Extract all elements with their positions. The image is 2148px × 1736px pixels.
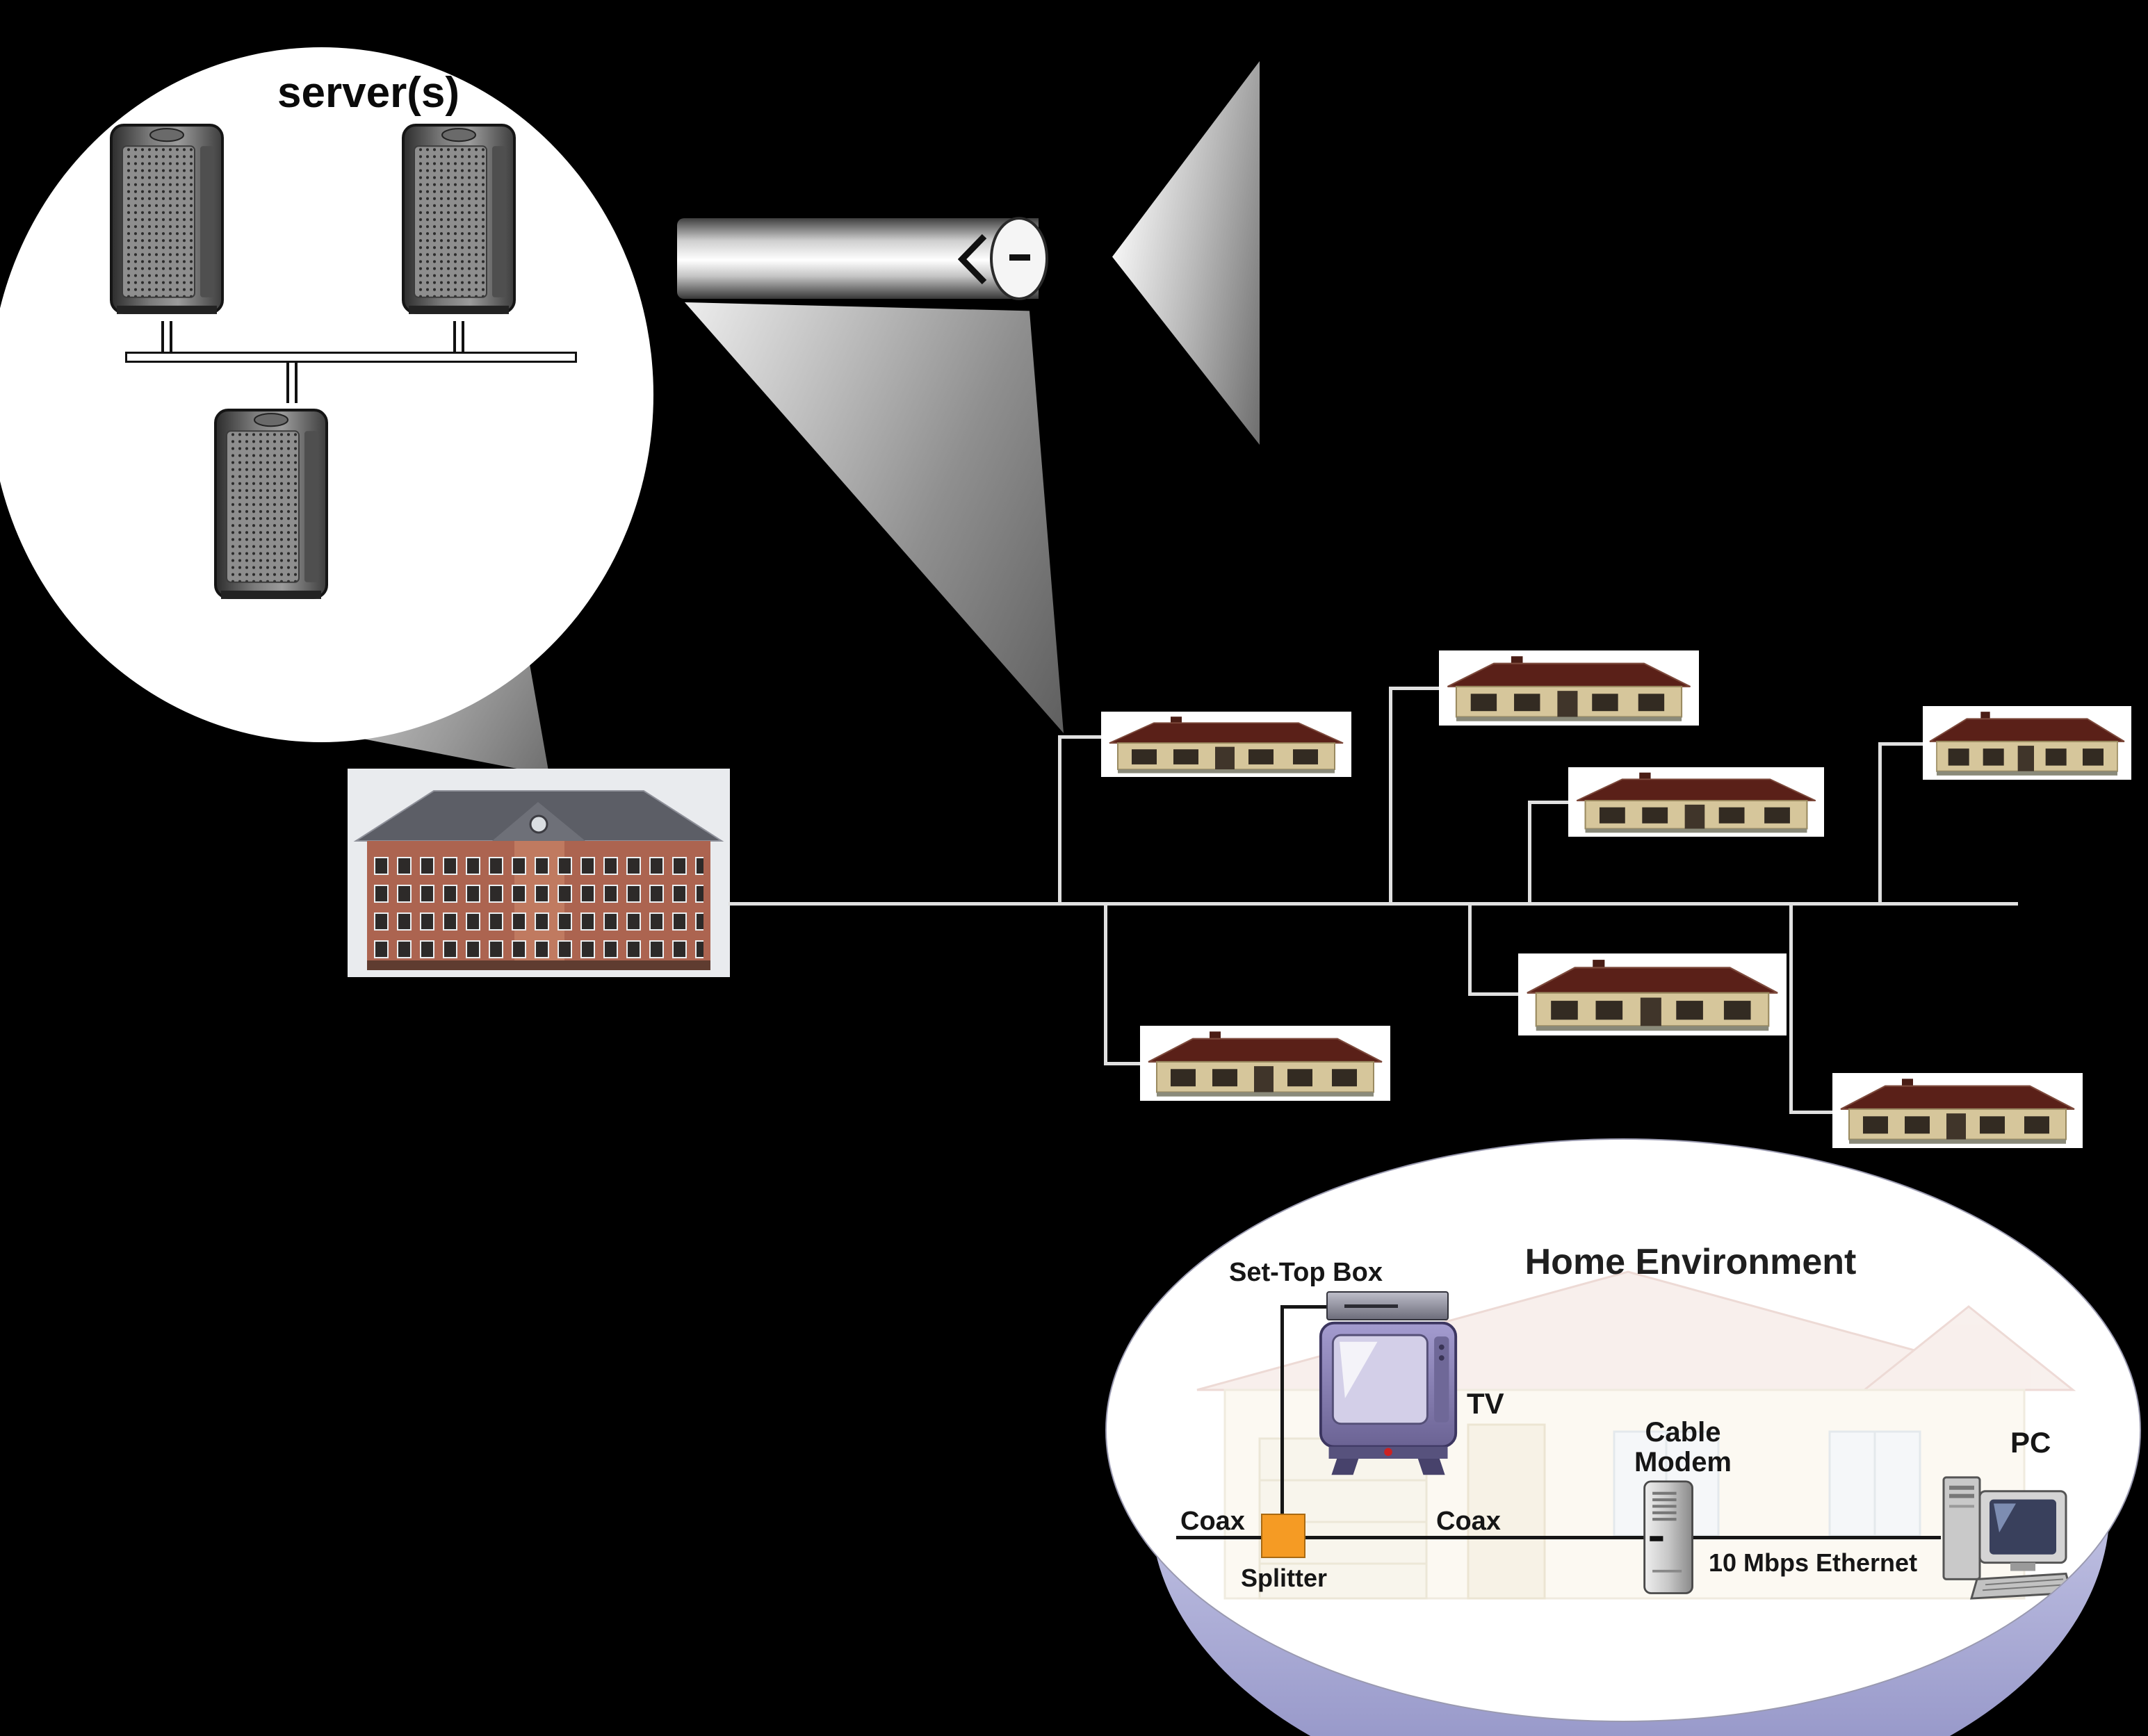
house-icon (1518, 953, 1787, 1035)
house-icon (1439, 650, 1699, 726)
server-tower-icon (396, 118, 521, 321)
cable-drop-line (1389, 687, 1392, 906)
coax-cable-pipe-icon (677, 218, 1039, 299)
cable-tap-arrow-icon (1112, 61, 1260, 445)
server-cluster-label: server(s) (277, 69, 459, 117)
coax-cable-end-cap (990, 217, 1048, 300)
cable-stub-line (1104, 1062, 1143, 1065)
tv-icon (1319, 1321, 1458, 1475)
server-link-line (161, 321, 172, 353)
cable-modem-label-line2: Modem (1634, 1447, 1732, 1478)
server-tower-icon (104, 118, 229, 321)
house-icon (1923, 706, 2131, 780)
set-top-box-label: Set-Top Box (1229, 1258, 1383, 1287)
server-tower-icon (209, 403, 334, 606)
cable-stub-line (1789, 1111, 1835, 1114)
house-icon (1140, 1026, 1390, 1101)
server-cluster-bubble: server(s) (0, 47, 653, 742)
cable-stub-line (1389, 687, 1442, 690)
set-top-box-slot (1344, 1304, 1399, 1309)
coax-line (1176, 1536, 1941, 1539)
coax-label-left: Coax (1180, 1507, 1245, 1536)
cable-drop-line (1789, 902, 1793, 1114)
house-icon (1101, 712, 1351, 777)
cable-drop-line (1468, 902, 1472, 996)
house-icon (1832, 1073, 2083, 1148)
cable-stub-line (1468, 992, 1521, 996)
server-link-line (286, 363, 298, 403)
tv-label: TV (1467, 1387, 1504, 1420)
headend-building-icon (348, 769, 730, 977)
cable-drop-line (1878, 742, 1882, 906)
pc-label: PC (2010, 1426, 2051, 1459)
cable-stub-line (1528, 801, 1571, 804)
cable-drop-line (1528, 801, 1531, 906)
cable-drop-line (1058, 735, 1061, 906)
cable-stub-line (1058, 735, 1104, 739)
home-environment-bubble: Home Environment (1105, 1138, 2141, 1722)
coax-label-middle: Coax (1436, 1507, 1501, 1536)
cable-drop-line (1104, 902, 1107, 1065)
cable-trunk-line (729, 902, 2018, 906)
set-top-box-icon (1326, 1291, 1449, 1320)
splitter-icon (1261, 1514, 1305, 1558)
coax-connector-icon (958, 234, 987, 285)
cable-stub-line (1878, 742, 1926, 746)
cable-modem-icon (1643, 1480, 1693, 1594)
ethernet-label: 10 Mbps Ethernet (1709, 1548, 1918, 1577)
server-link-line (453, 321, 464, 353)
server-bus-bar (125, 352, 577, 363)
set-top-box-feed-line (1280, 1305, 1329, 1309)
coax-core-dash (1009, 254, 1030, 261)
pc-icon (1942, 1476, 2073, 1600)
house-icon (1568, 767, 1824, 837)
coax-pipe-callout-cone (685, 302, 1064, 733)
splitter-riser-line (1280, 1307, 1284, 1537)
home-environment-title: Home Environment (1524, 1242, 1857, 1282)
splitter-label: Splitter (1240, 1564, 1327, 1592)
cable-modem-label-line1: Cable (1645, 1417, 1721, 1448)
